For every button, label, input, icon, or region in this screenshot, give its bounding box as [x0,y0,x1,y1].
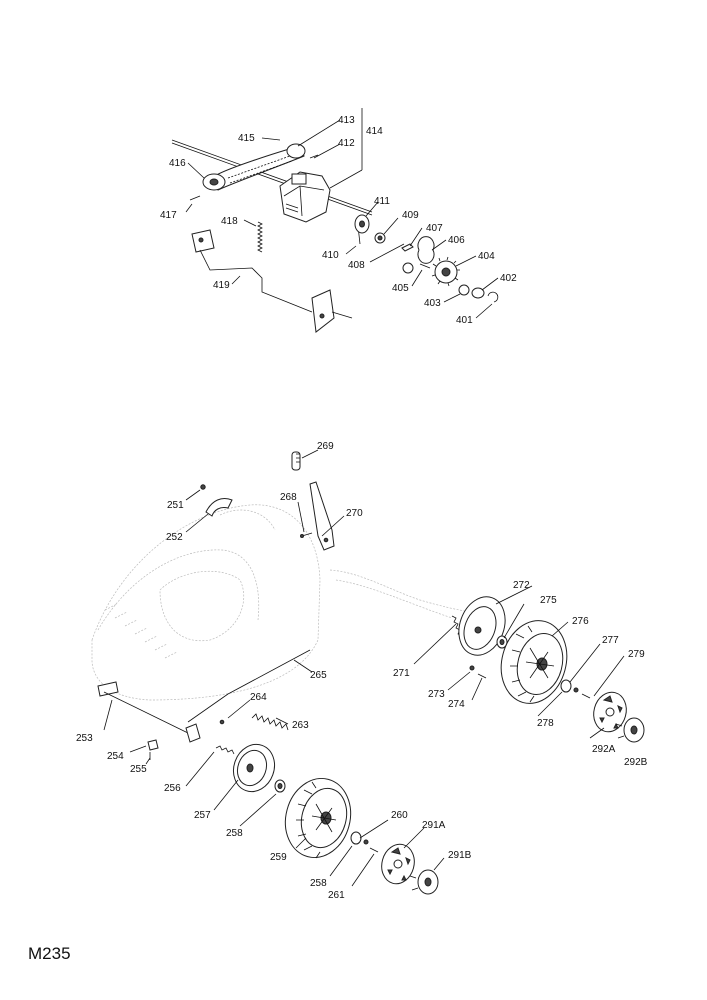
label-259: 259 [270,852,287,863]
output-shaft-parts [354,214,499,303]
label-414: 414 [366,126,383,137]
label-257: 257 [194,810,211,821]
gearbox-housing [279,171,331,223]
part-labels-top: 413 414 415 412 416 417 418 419 411 409 … [160,115,517,326]
label-279: 279 [628,649,645,660]
label-415: 415 [238,133,255,144]
drive-shaft [171,139,373,213]
label-251: 251 [167,500,184,511]
label-411: 411 [374,196,390,207]
label-255: 255 [130,764,147,775]
label-254: 254 [107,751,124,762]
drive-assembly [171,139,499,333]
label-258-lower: 258 [310,878,327,889]
height-lever [291,451,335,551]
label-271: 271 [393,668,410,679]
label-404: 404 [478,251,495,262]
label-409: 409 [402,210,419,221]
label-270: 270 [346,508,363,519]
label-410: 410 [322,250,339,261]
label-419: 419 [213,280,230,291]
mower-deck-outline [91,504,471,701]
label-252: 252 [166,532,183,543]
label-417: 417 [160,210,177,221]
label-273: 273 [428,689,445,700]
label-418: 418 [221,216,238,227]
front-wheel-276 [500,620,568,704]
label-276: 276 [572,616,589,627]
label-403: 403 [424,298,441,309]
rear-axle-parts [97,649,311,760]
leader-lines-bottom [103,449,625,887]
label-416: 416 [169,158,186,169]
rear-wheel-259 [284,777,352,859]
label-275: 275 [540,595,557,606]
label-402: 402 [500,273,517,284]
label-291B: 291B [448,850,472,861]
label-258-upper: 258 [226,828,243,839]
label-407: 407 [426,223,443,234]
label-261: 261 [328,890,345,901]
label-412: 412 [338,138,355,149]
label-264: 264 [250,692,267,703]
label-277: 277 [602,635,619,646]
label-260: 260 [391,810,408,821]
label-406: 406 [448,235,465,246]
label-268: 268 [280,492,297,503]
label-272: 272 [513,580,530,591]
label-274: 274 [448,699,465,710]
label-265: 265 [310,670,327,681]
label-413: 413 [338,115,355,126]
parts-251-252 [200,484,233,517]
leader-lines-top [185,108,499,319]
diagram-code: M235 [28,944,71,963]
pulley-arm [202,143,306,191]
label-408: 408 [348,260,365,271]
bracket-419 [191,229,353,333]
label-291A: 291A [422,820,446,831]
label-253: 253 [76,733,93,744]
label-269: 269 [317,441,334,452]
label-292A: 292A [592,744,616,755]
part-labels-bottom: 269 268 251 270 252 272 275 276 277 279 … [76,441,648,901]
front-right-wheel-assembly [451,596,645,743]
wheel-pulley-257 [232,743,276,793]
label-278: 278 [537,718,554,729]
label-292B: 292B [624,757,648,768]
label-401: 401 [456,315,473,326]
spring-418 [257,221,263,253]
label-405: 405 [392,283,409,294]
hubcap-291 [381,843,439,895]
label-263: 263 [292,720,309,731]
label-256: 256 [164,783,181,794]
spring-263 [251,713,289,731]
